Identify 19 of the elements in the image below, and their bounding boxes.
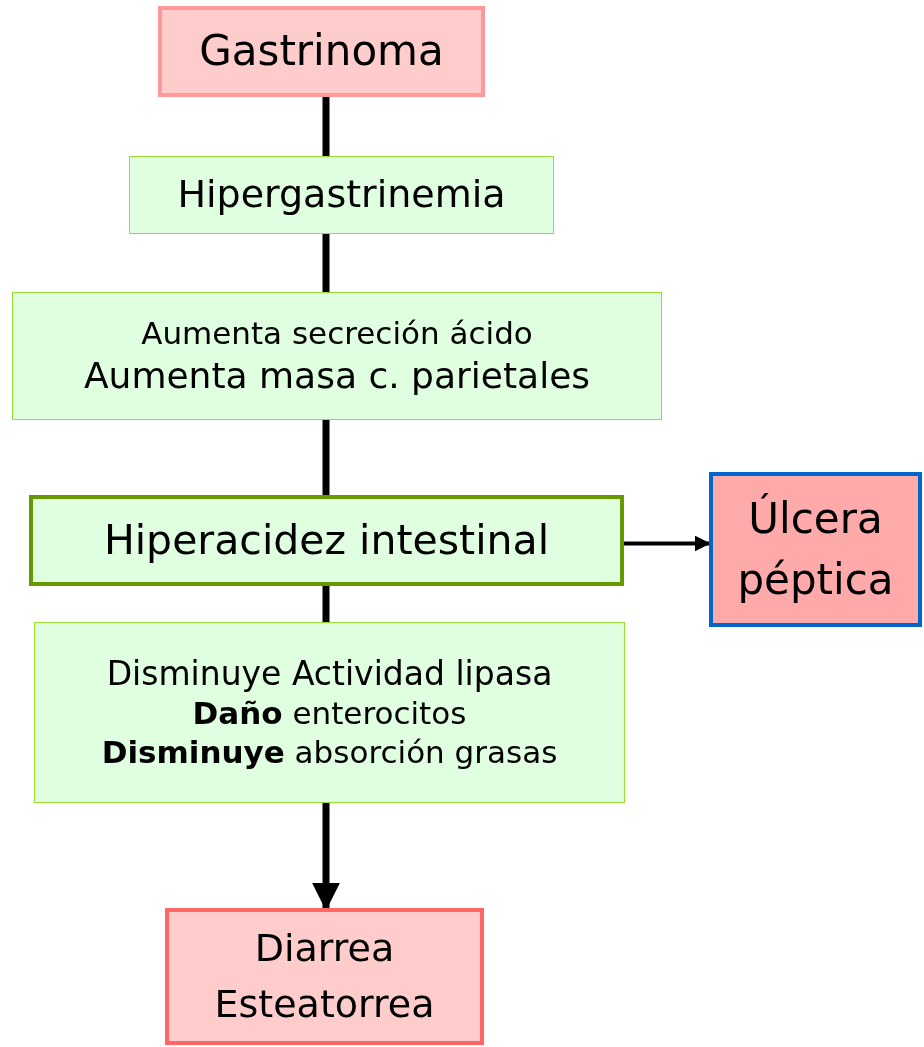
process-box — [165, 908, 484, 1045]
node-text: Gastrinoma — [199, 25, 444, 78]
node-text: Daño enterocitos — [192, 694, 467, 734]
process-box — [34, 622, 625, 803]
arrow — [312, 803, 340, 911]
node-text: Diarrea Esteatorrea — [213, 925, 436, 1028]
process-box — [12, 292, 662, 420]
process-box — [158, 6, 485, 97]
highlighted-box — [29, 495, 624, 586]
node-text: Aumenta secreción ácido — [141, 314, 533, 353]
node-text: Úlcera péptica — [736, 492, 895, 606]
process-box — [709, 472, 922, 627]
node-text: Disminuye absorción grasas — [101, 733, 558, 772]
node-text: Aumenta masa c. parietales — [83, 353, 591, 398]
arrow — [624, 535, 711, 552]
node-text: Disminuye Actividad lipasa — [106, 653, 553, 695]
node-text: Hipergastrinemia — [177, 171, 506, 219]
process-box — [129, 156, 554, 234]
node-text: Hiperacidez intestinal — [103, 514, 550, 566]
